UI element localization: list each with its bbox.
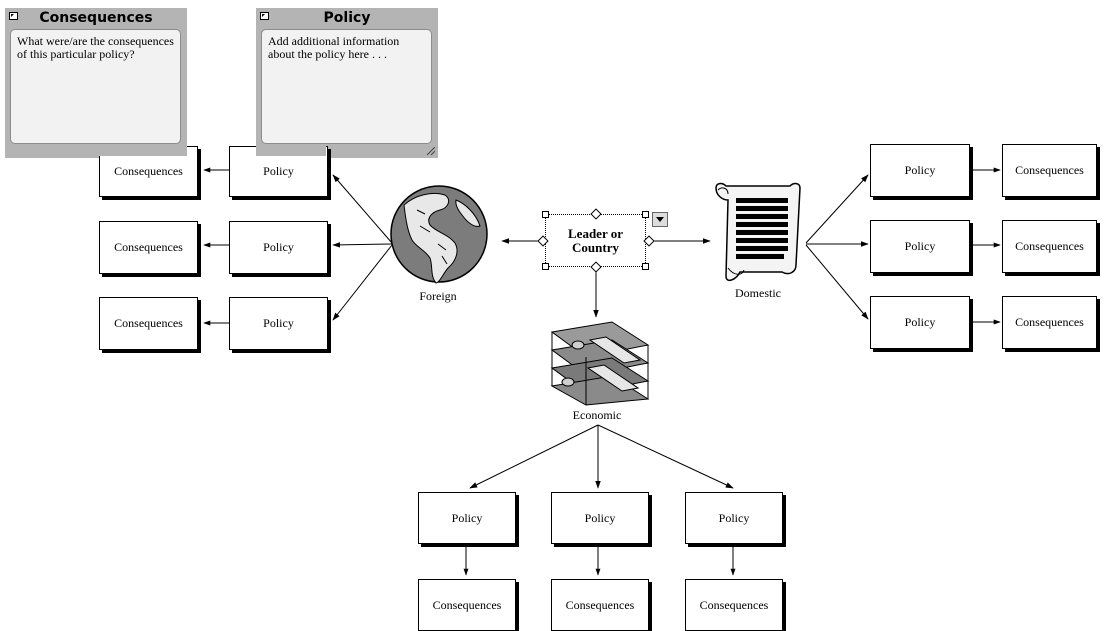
economic-consequences-1[interactable]: Consequences	[418, 579, 516, 631]
note-body[interactable]: Add additional information about the pol…	[261, 29, 432, 144]
domestic-policy-3[interactable]: Policy	[870, 296, 970, 349]
scroll-icon[interactable]	[715, 182, 801, 282]
economic-policy-3[interactable]: Policy	[685, 492, 783, 544]
connector	[805, 244, 869, 320]
connector	[597, 424, 734, 489]
economic-policy-1[interactable]: Policy	[418, 492, 516, 544]
foreign-policy-3[interactable]: Policy	[229, 297, 328, 350]
note-body[interactable]: What were/are the consequences of this p…	[10, 29, 181, 144]
foreign-consequences-3[interactable]: Consequences	[99, 297, 198, 350]
domestic-consequences-1[interactable]: Consequences	[1002, 144, 1097, 197]
resize-grip-icon[interactable]	[425, 147, 435, 155]
collapse-note-icon[interactable]	[260, 12, 269, 20]
economic-label: Economic	[572, 408, 622, 422]
leader-node-label: Leader or Country	[568, 225, 623, 255]
connector	[805, 174, 869, 244]
note-overlap	[256, 146, 326, 156]
domestic-label: Domestic	[735, 286, 781, 300]
selection-handle[interactable]	[542, 263, 549, 270]
selection-handle[interactable]	[642, 211, 649, 218]
leader-or-country-node[interactable]: Leader or Country	[545, 214, 646, 267]
note-title: Policy	[323, 10, 371, 26]
domestic-policy-1[interactable]: Policy	[870, 144, 970, 197]
policy-note[interactable]: Policy Add additional information about …	[256, 8, 438, 158]
domestic-consequences-3[interactable]: Consequences	[1002, 296, 1097, 349]
foreign-label: Foreign	[419, 289, 457, 303]
selection-handle[interactable]	[542, 211, 549, 218]
domestic-consequences-2[interactable]: Consequences	[1002, 220, 1097, 273]
consequences-note[interactable]: Consequences What were/are the consequen…	[5, 8, 187, 158]
economic-consequences-3[interactable]: Consequences	[685, 579, 783, 631]
domestic-policy-2[interactable]: Policy	[870, 220, 970, 273]
foreign-consequences-2[interactable]: Consequences	[99, 221, 198, 274]
connector	[332, 242, 393, 248]
foreign-policy-2[interactable]: Policy	[229, 221, 328, 274]
selection-handle[interactable]	[642, 263, 649, 270]
connector	[332, 244, 393, 321]
economic-consequences-2[interactable]: Consequences	[551, 579, 649, 631]
connector	[469, 424, 599, 489]
economic-policy-2[interactable]: Policy	[551, 492, 649, 544]
collapse-note-icon[interactable]	[9, 12, 18, 20]
money-stack-icon[interactable]	[550, 321, 650, 406]
dropdown-arrow-icon[interactable]	[652, 212, 668, 227]
connector	[332, 174, 393, 244]
note-title: Consequences	[39, 10, 153, 26]
globe-icon[interactable]	[390, 185, 488, 284]
note-overlap	[99, 146, 187, 156]
